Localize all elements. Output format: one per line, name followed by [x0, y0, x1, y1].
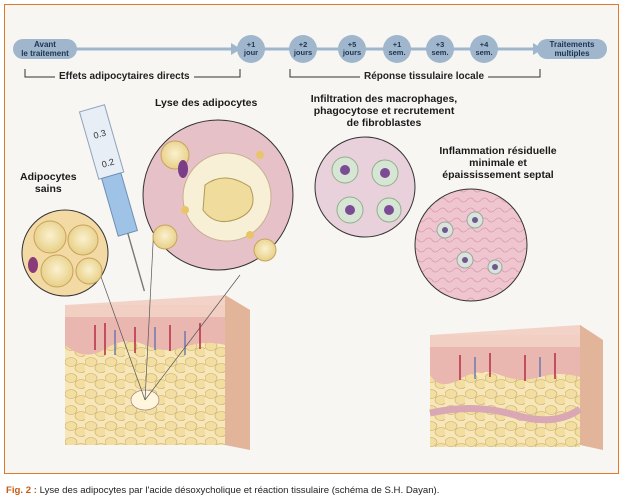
circle-residual	[414, 188, 528, 302]
caption-text: Lyse des adipocytes par l'acide désoxych…	[36, 485, 440, 496]
circle-healthy-adipocytes	[21, 209, 109, 297]
timeline-week3: +3 sem.	[426, 35, 454, 63]
circle-infiltration	[314, 136, 416, 238]
syringe: 0.3 0.2	[78, 104, 146, 292]
illustration: 0.3 0.2	[21, 104, 603, 450]
syringe-mark-2: 0.2	[101, 157, 116, 170]
timeline-day2: +2 jours	[289, 35, 317, 63]
syringe-mark-1: 0.3	[92, 128, 107, 141]
figure-frame: Avant le traitement +1 jour +2 jours +5 …	[4, 4, 619, 474]
figure-caption: Fig. 2 : Lyse des adipocytes par l'acide…	[6, 485, 439, 496]
label-infiltration: Infiltration des macrophages, phagocytos…	[310, 93, 458, 129]
label-healthy-adipocytes: Adipocytes sains	[20, 171, 77, 195]
phase-direct-effects: Effets adipocytaires directs	[55, 71, 194, 82]
label-residual: Inflammation résiduelle minimale et épai…	[439, 145, 557, 181]
phase-tissue-response: Réponse tissulaire locale	[360, 71, 489, 82]
timeline-week1: +1 sem.	[383, 35, 411, 63]
circle-lysis	[142, 119, 294, 271]
timeline-end: Traitements multiples	[537, 39, 607, 59]
skin-block-left	[65, 295, 250, 450]
label-lysis: Lyse des adipocytes	[155, 97, 258, 109]
skin-block-right	[429, 325, 603, 450]
timeline-start: Avant le traitement	[13, 39, 77, 59]
caption-prefix: Fig. 2 :	[6, 485, 37, 496]
timeline-day1: +1 jour	[237, 35, 265, 63]
timeline-day5: +5 jours	[338, 35, 366, 63]
timeline-week4: +4 sem.	[470, 35, 498, 63]
